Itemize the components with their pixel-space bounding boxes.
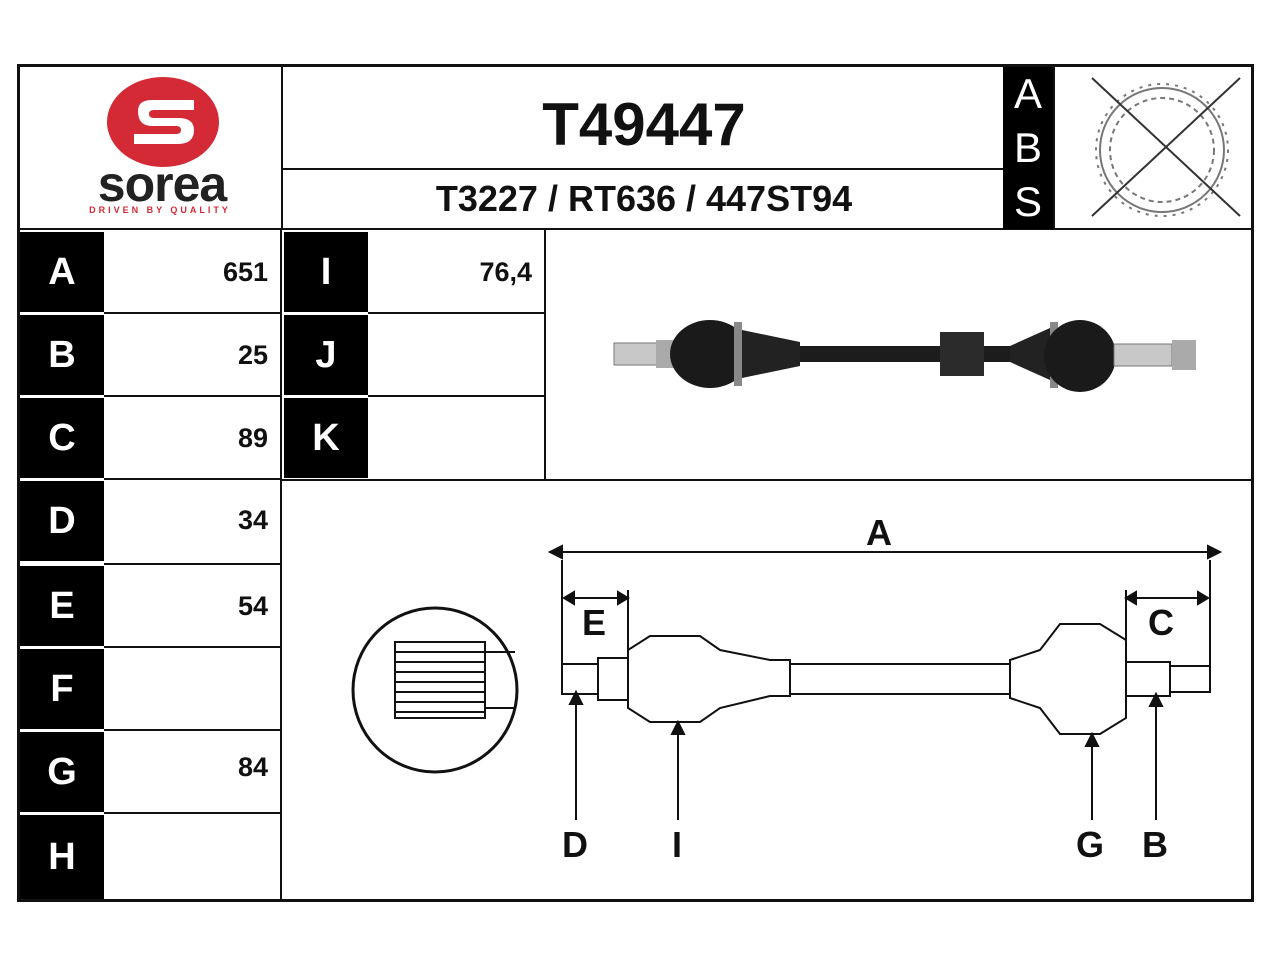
spec-value-f — [104, 649, 280, 729]
drive-shaft-photo — [600, 300, 1220, 410]
logo-s-badge-icon — [107, 77, 219, 167]
abs-ring-crossed-icon — [1060, 70, 1250, 226]
spec-label-b: B — [20, 315, 104, 395]
row-divider — [368, 395, 544, 397]
row-divider — [104, 478, 280, 480]
spec-value-c: 89 — [237, 422, 268, 453]
logo-divider — [281, 66, 283, 230]
spec-value-h — [104, 815, 280, 899]
header-divider — [20, 228, 1254, 230]
abs-divider-right — [1053, 66, 1055, 230]
spec-value-g: 84 — [237, 752, 268, 782]
spec-value-a: 651 — [222, 256, 268, 287]
row-divider — [104, 312, 280, 314]
abs-letter-a: A — [1013, 70, 1042, 117]
diagram-label-b: B — [1142, 824, 1168, 865]
spec-value-i: 76,4 — [479, 256, 532, 287]
spec-label-j: J — [284, 315, 368, 395]
part-number: T49447 — [542, 90, 746, 158]
spec-label-i: I — [284, 232, 368, 312]
diagram-label-e: E — [582, 602, 607, 643]
diagram-label-d: D — [562, 824, 588, 865]
row-divider — [104, 563, 280, 565]
brand-tagline: DRIVEN BY QUALITY — [89, 205, 231, 215]
brand-name: sorea — [97, 156, 227, 212]
right-table-divider — [544, 230, 546, 480]
spec-value-b: 25 — [237, 339, 268, 370]
sorea-logo — [60, 74, 270, 224]
abs-letter-b: B — [1013, 124, 1042, 171]
spec-label-g: G — [20, 732, 104, 812]
title-divider — [283, 168, 1003, 170]
abs-letter-s: S — [1013, 178, 1042, 225]
row-divider — [104, 729, 280, 731]
spec-sheet-frame — [17, 64, 1254, 902]
spec-value-d: 34 — [237, 505, 268, 535]
spec-label-a: A — [20, 232, 104, 312]
abs-indicator: A B S — [1003, 67, 1053, 229]
spec-label-e: E — [20, 566, 104, 646]
row-divider — [104, 812, 280, 814]
spec-label-c: C — [20, 398, 104, 478]
cross-references: T3227 / RT636 / 447ST94 — [435, 178, 853, 219]
spec-value-j — [368, 315, 544, 395]
spline-detail-icon — [351, 606, 519, 774]
spec-label-f: F — [20, 649, 104, 729]
spec-value-e: 54 — [237, 590, 268, 621]
diagram-label-i: I — [672, 824, 683, 865]
spec-value-k — [368, 398, 544, 478]
spec-label-d: D — [20, 481, 104, 561]
technical-diagram — [300, 500, 1240, 880]
row-divider — [368, 312, 544, 314]
diagram-label-c: C — [1148, 602, 1174, 643]
row-divider — [104, 395, 280, 397]
diagram-label-a: A — [866, 512, 892, 553]
mid-divider — [282, 479, 1254, 481]
spec-label-h: H — [20, 815, 104, 899]
diagram-label-g: G — [1076, 824, 1105, 865]
spec-label-k: K — [284, 398, 368, 478]
row-divider — [104, 646, 280, 648]
left-table-divider — [280, 230, 282, 900]
